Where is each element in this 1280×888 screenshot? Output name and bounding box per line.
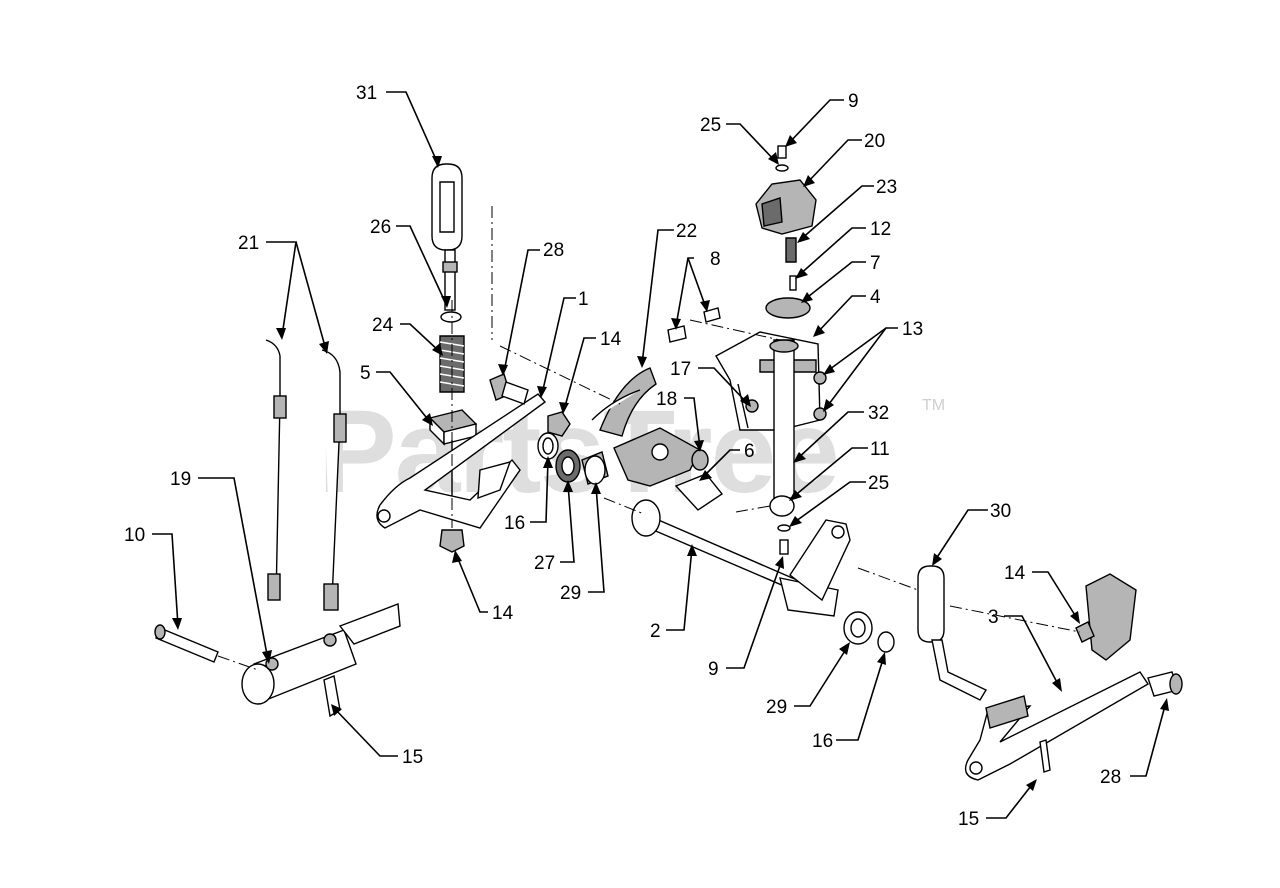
part-20-knob <box>755 179 817 235</box>
part-9-screw-top <box>777 145 787 159</box>
callout-26: 26 <box>370 217 391 238</box>
callout-11: 11 <box>870 439 890 460</box>
callout-29-left: 29 <box>560 583 581 604</box>
callout-13: 13 <box>902 319 923 340</box>
callout-20: 20 <box>864 131 885 152</box>
callout-23: 23 <box>876 177 897 198</box>
part-16-ring-left-inner <box>542 437 554 455</box>
part-8-screws <box>667 307 721 343</box>
centerline-14-right <box>949 605 1081 633</box>
callout-22: 22 <box>676 221 697 242</box>
part-32-shaft <box>773 339 795 499</box>
callout-28-left: 28 <box>543 240 564 261</box>
callout-32: 32 <box>868 403 889 424</box>
callout-6: 6 <box>744 441 755 462</box>
callout-3: 3 <box>988 607 999 628</box>
centerline-30 <box>857 567 919 591</box>
part-7-washer <box>765 297 811 319</box>
part-13-nut-b <box>813 407 827 421</box>
part-28-bolt-right <box>1147 671 1183 697</box>
callout-14-lower-left: 14 <box>492 603 514 624</box>
callout-14-right: 14 <box>1004 563 1026 584</box>
callout-16-left: 16 <box>504 513 525 534</box>
callout-8: 8 <box>710 249 721 270</box>
part-19-pivot-tube <box>241 603 401 718</box>
part-14-nut-lower <box>439 529 465 553</box>
part-29-bushing-right <box>843 611 873 645</box>
part-26-washer <box>440 311 462 323</box>
part-25-washer-lower <box>777 524 791 532</box>
callout-25-top: 25 <box>700 115 721 136</box>
part-3-mount-plate <box>1085 573 1137 661</box>
centerline-11 <box>735 505 771 513</box>
callout-9-lower: 9 <box>708 659 719 680</box>
part-22-edge <box>591 389 641 421</box>
centerline-shaft <box>603 497 645 515</box>
part-32-collar <box>769 339 799 353</box>
part-16-ring-right <box>877 631 895 653</box>
part-30-link-rod <box>917 565 987 701</box>
part-9-screw-lower <box>779 539 789 555</box>
callout-10: 10 <box>124 525 145 546</box>
centerline-28 <box>499 345 621 405</box>
callout-2: 2 <box>650 621 661 642</box>
callout-14-upper: 14 <box>600 329 622 350</box>
callout-30: 30 <box>990 501 1011 522</box>
callout-21: 21 <box>238 233 259 254</box>
callout-4: 4 <box>870 287 881 308</box>
part-18-bushing <box>691 449 709 471</box>
centerline-10 <box>217 655 259 671</box>
part-31-link-rod <box>431 163 463 311</box>
callout-18: 18 <box>656 389 677 410</box>
part-1-lever <box>376 393 547 529</box>
callout-25-lower: 25 <box>868 473 889 494</box>
part-11-bushing <box>769 495 795 517</box>
callout-15-left: 15 <box>402 747 423 768</box>
part-28-bolt-left <box>489 373 529 405</box>
callout-12: 12 <box>870 219 891 240</box>
watermark-trademark: TM <box>922 397 945 414</box>
callout-28-right: 28 <box>1100 767 1121 788</box>
part-15-pin-right <box>1039 739 1051 773</box>
callout-7: 7 <box>870 253 881 274</box>
part-14-nut-upper <box>547 411 571 437</box>
callout-15-right: 15 <box>958 809 979 830</box>
callout-24: 24 <box>372 315 394 336</box>
part-3-lever <box>964 671 1149 781</box>
part-12-pin <box>789 275 797 291</box>
callout-9-top: 9 <box>848 91 859 112</box>
callout-17: 17 <box>670 359 691 380</box>
part-6-bracket <box>613 427 724 511</box>
part-29-bushing-left <box>581 451 609 485</box>
part-14-nut-right <box>1075 621 1095 643</box>
leaders <box>152 91 1169 819</box>
callout-16-right: 16 <box>812 731 833 752</box>
part-2-shaft <box>631 499 851 617</box>
callout-27: 27 <box>534 553 555 574</box>
part-10-bolt <box>154 624 219 663</box>
callout-31: 31 <box>356 83 377 104</box>
callout-29-right: 29 <box>766 697 787 718</box>
part-21-cables <box>265 339 347 611</box>
callout-19: 19 <box>170 469 191 490</box>
part-27-bushing <box>555 449 581 483</box>
centerline-8 <box>689 319 781 341</box>
callout-5: 5 <box>360 363 371 384</box>
callout-1: 1 <box>578 289 589 310</box>
part-23-spring <box>785 237 797 263</box>
part-25-washer-top <box>775 164 789 172</box>
